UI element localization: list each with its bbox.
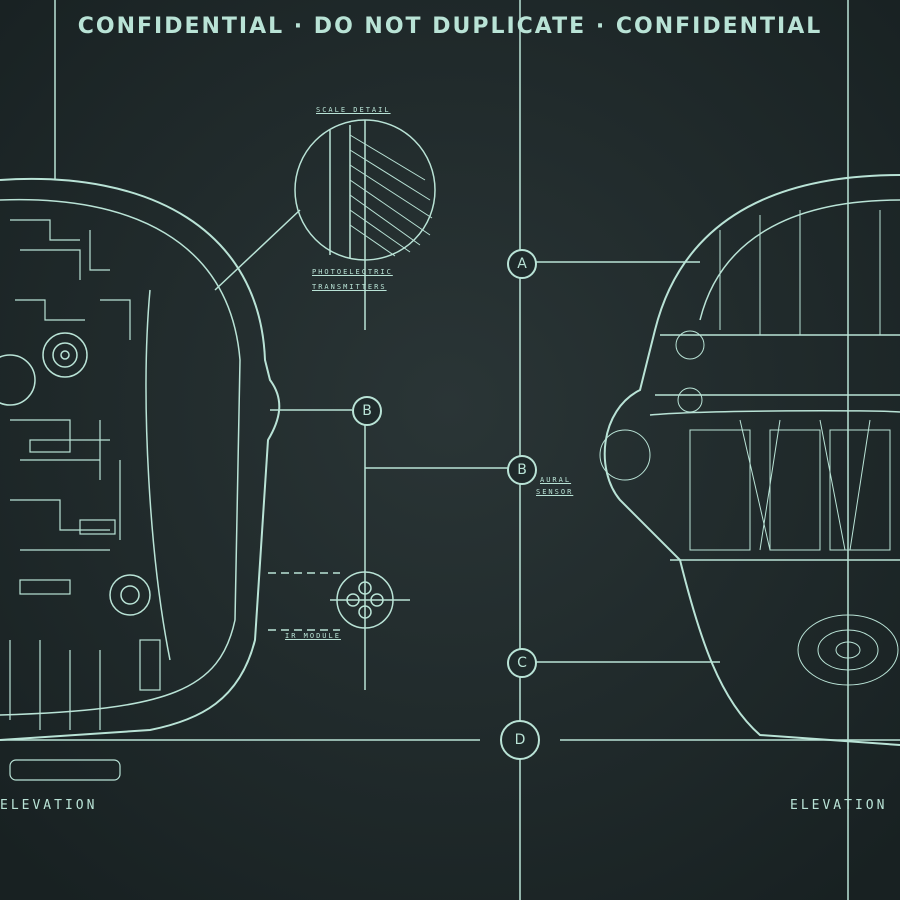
aural-sensor-label-line1: AURAL bbox=[540, 476, 572, 484]
marker-b-left: B bbox=[352, 396, 382, 426]
aural-sensor-label-line2: SENSOR bbox=[536, 488, 574, 496]
marker-c: C bbox=[507, 648, 537, 678]
ir-module-label: IR MODULE bbox=[285, 632, 341, 640]
photoelectric-label-line1: PHOTOELECTRIC bbox=[312, 268, 393, 276]
marker-a: A bbox=[507, 249, 537, 279]
elevation-label-left: ELEVATION bbox=[0, 798, 98, 813]
photoelectric-label-line2: TRANSMITTERS bbox=[312, 283, 387, 291]
elevation-label-right: ELEVATION bbox=[790, 798, 888, 813]
marker-d: D bbox=[500, 720, 540, 760]
confidential-banner: CONFIDENTIAL · DO NOT DUPLICATE · CONFID… bbox=[77, 14, 823, 39]
marker-b-mid: B bbox=[507, 455, 537, 485]
scale-detail-label: SCALE DETAIL bbox=[316, 106, 391, 114]
